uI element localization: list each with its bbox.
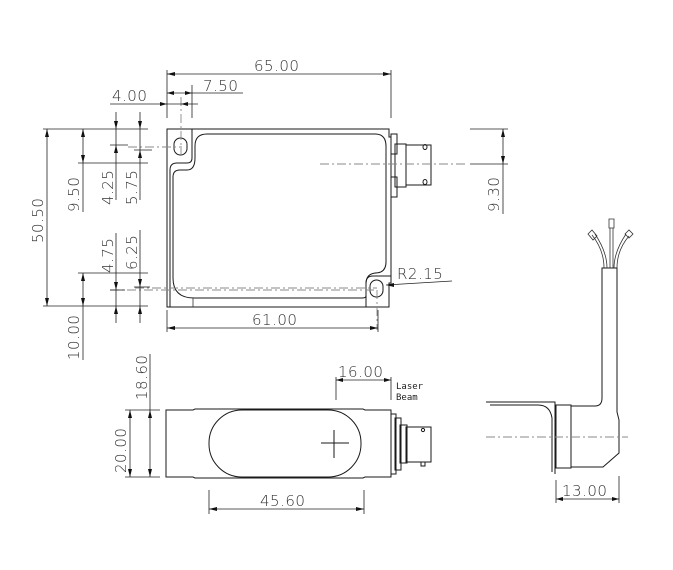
dim-13: 13.00 — [555, 476, 620, 503]
front-view-connector — [390, 413, 432, 475]
dim-4-75-label: 4.75 — [99, 238, 117, 273]
dim-r2-15-label: R2.15 — [397, 265, 443, 283]
top-view-body-outline — [166, 128, 392, 308]
dim-6-25-label: 6.25 — [123, 235, 141, 270]
bottom-right-lug — [365, 275, 391, 307]
dim-45-60: 45.60 — [208, 490, 365, 514]
front-view: 16.00 Laser Beam 18.60 20.00 — [112, 354, 432, 514]
laser-window — [208, 409, 362, 478]
dim-10-label: 10.00 — [65, 315, 83, 360]
dim-4-75: 4.75 — [99, 233, 125, 323]
side-view-body-edge — [486, 401, 556, 474]
cable-elbow — [571, 267, 620, 468]
dim-45-60-label: 45.60 — [260, 492, 305, 510]
dim-4-25: 4.25 — [99, 112, 128, 205]
dim-13-label: 13.00 — [562, 482, 607, 500]
dim-7-50-label: 7.50 — [203, 77, 238, 95]
dim-20-label: 20.00 — [112, 428, 130, 473]
dim-9-30-label: 9.30 — [485, 177, 503, 212]
dim-6-25: 6.25 — [123, 230, 150, 323]
top-view: 65.00 7.50 4.00 50.50 — [29, 57, 508, 360]
dim-61: 61.00 — [166, 310, 379, 332]
dim-5-75: 5.75 — [123, 112, 152, 205]
cable-wires — [587, 218, 634, 269]
dim-61-label: 61.00 — [252, 311, 297, 329]
top-view-inner-recess — [172, 133, 387, 299]
dim-5-75-label: 5.75 — [123, 170, 141, 205]
side-view: 13.00 — [486, 218, 634, 503]
dim-10: 10.00 — [65, 272, 148, 360]
top-left-lug — [167, 128, 193, 307]
dim-16-label: 16.00 — [338, 363, 383, 381]
dim-r2-15: R2.15 — [385, 265, 453, 287]
dim-18-60-label: 18.60 — [133, 355, 151, 400]
dim-9-50: 9.50 — [65, 129, 148, 212]
mounting-hole-bottom-right — [369, 279, 384, 298]
top-view-connector — [390, 133, 432, 198]
dim-50-50: 50.50 — [29, 128, 148, 307]
dim-9-50-label: 9.50 — [65, 177, 83, 212]
dim-50-50-label: 50.50 — [29, 198, 47, 243]
dim-4-25-label: 4.25 — [99, 170, 117, 205]
dim-4: 4.00 — [110, 87, 198, 106]
dim-7-50: 7.50 — [167, 77, 243, 118]
laser-beam-label-line2: Beam — [396, 393, 418, 403]
front-view-body — [165, 408, 392, 479]
dim-9-30: 9.30 — [470, 128, 508, 214]
dim-65: 65.00 — [166, 57, 392, 118]
laser-beam-label-line1: Laser — [396, 382, 424, 392]
dim-65-label: 65.00 — [254, 57, 299, 75]
mounting-hole-top-left — [173, 137, 188, 156]
dim-16: 16.00 — [335, 363, 392, 400]
dim-4-label: 4.00 — [112, 87, 147, 105]
dim-18-60: 18.60 — [133, 354, 151, 410]
dim-20: 20.00 — [112, 409, 160, 478]
